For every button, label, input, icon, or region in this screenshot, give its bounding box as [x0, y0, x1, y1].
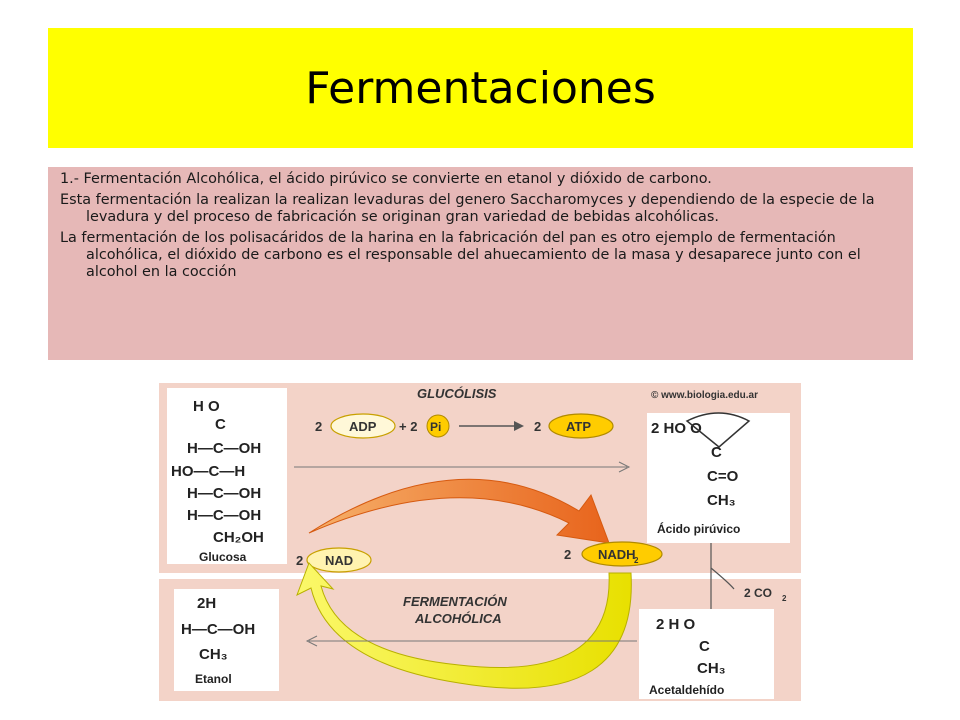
acetaldehido-row-1: 2 H O: [656, 616, 696, 633]
adp-coefficient: 2: [315, 419, 322, 434]
fermentation-diagram: GLUCÓLISIS © www.biologia.edu.ar H O C H…: [159, 383, 801, 701]
nad-label: NAD: [325, 553, 353, 568]
nad-coefficient: 2: [296, 553, 303, 568]
glucosa-row-1: H O: [193, 398, 220, 415]
glucosa-row-4: HO—C—H: [171, 463, 245, 480]
acetaldehido-structure: 2 H O C CH₃: [656, 616, 726, 677]
nad-ellipse: [306, 547, 372, 573]
atp-coefficient: 2: [534, 419, 541, 434]
glucosa-row-3: H—C—OH: [187, 440, 261, 457]
fermentacion-label-2: ALCOHÓLICA: [414, 611, 502, 626]
glucolisis-arrowhead: [618, 461, 631, 473]
pi-label: Pi: [430, 420, 441, 434]
nadh-ellipse: [581, 541, 663, 567]
credit-text: © www.biologia.edu.ar: [651, 390, 758, 401]
atp-ellipse: [548, 413, 614, 439]
piruvico-row-1: 2 HO O: [651, 420, 702, 437]
etanol-row-3: CH₃: [199, 646, 228, 663]
glucosa-row-2: C: [215, 416, 226, 433]
piruvico-box: [647, 413, 790, 543]
body-text-box: 1.- Fermentación Alcohólica, el ácido pi…: [48, 167, 913, 360]
slide-title: Fermentaciones: [305, 62, 656, 114]
co2-subscript: 2: [782, 594, 787, 603]
paragraph-3: La fermentación de los polisacáridos de …: [60, 230, 861, 280]
acetaldehido-box: [639, 609, 774, 699]
acetaldehido-name: Acetaldehído: [649, 683, 724, 697]
etanol-row-2: H—C—OH: [181, 621, 255, 638]
piruvico-row-2: C: [711, 444, 722, 461]
nadh-coefficient: 2: [564, 547, 571, 562]
glucolisis-label: GLUCÓLISIS: [417, 386, 497, 401]
pi-plus: + 2: [399, 419, 417, 434]
glucosa-row-5: H—C—OH: [187, 485, 261, 502]
glucosa-box: [167, 388, 287, 564]
nadh-subscript: 2: [634, 556, 639, 565]
atp-label: ATP: [566, 419, 591, 434]
adp-ellipse: [330, 413, 396, 439]
orange-curved-arrow: [308, 478, 610, 544]
etanol-name: Etanol: [195, 672, 232, 686]
glucosa-row-6: H—C—OH: [187, 507, 261, 524]
piruvico-row-3: C=O: [707, 468, 739, 485]
diagram-svg: GLUCÓLISIS © www.biologia.edu.ar H O C H…: [159, 383, 801, 701]
acetaldehido-row-3: CH₃: [697, 660, 726, 677]
nadh-label: NADH: [598, 547, 636, 562]
etanol-box: [174, 589, 279, 691]
adp-label: ADP: [349, 419, 377, 434]
piruvico-loop-icon: [685, 412, 751, 448]
adp-atp-arrowhead: [514, 421, 524, 431]
glucosa-structure: H O C H—C—OH HO—C—H H—C—OH H—C—OH CH₂OH: [171, 398, 264, 546]
piruvico-structure: 2 HO O C C=O CH₃: [651, 420, 739, 509]
paragraph-2: Esta fermentación la realizan la realiza…: [60, 192, 875, 225]
glucosa-row-7: CH₂OH: [213, 529, 264, 546]
piruvico-row-4: CH₃: [707, 492, 736, 509]
paragraph-1: 1.- Fermentación Alcohólica, el ácido pi…: [60, 171, 712, 187]
co2-label: 2 CO: [744, 586, 772, 600]
fermentacion-label-1: FERMENTACIÓN: [403, 594, 507, 609]
fermentation-arrowhead: [305, 635, 318, 647]
etanol-row-1: 2H: [197, 595, 216, 612]
co2-branch-arrow: [710, 567, 735, 590]
glucosa-name: Glucosa: [199, 550, 247, 564]
yellow-curved-arrow: [296, 562, 632, 689]
title-bar: Fermentaciones: [48, 28, 913, 148]
pi-circle: [426, 414, 450, 438]
acetaldehido-row-2: C: [699, 638, 710, 655]
etanol-structure: 2H H—C—OH CH₃: [181, 595, 255, 663]
piruvico-name: Ácido pirúvico: [657, 521, 740, 536]
